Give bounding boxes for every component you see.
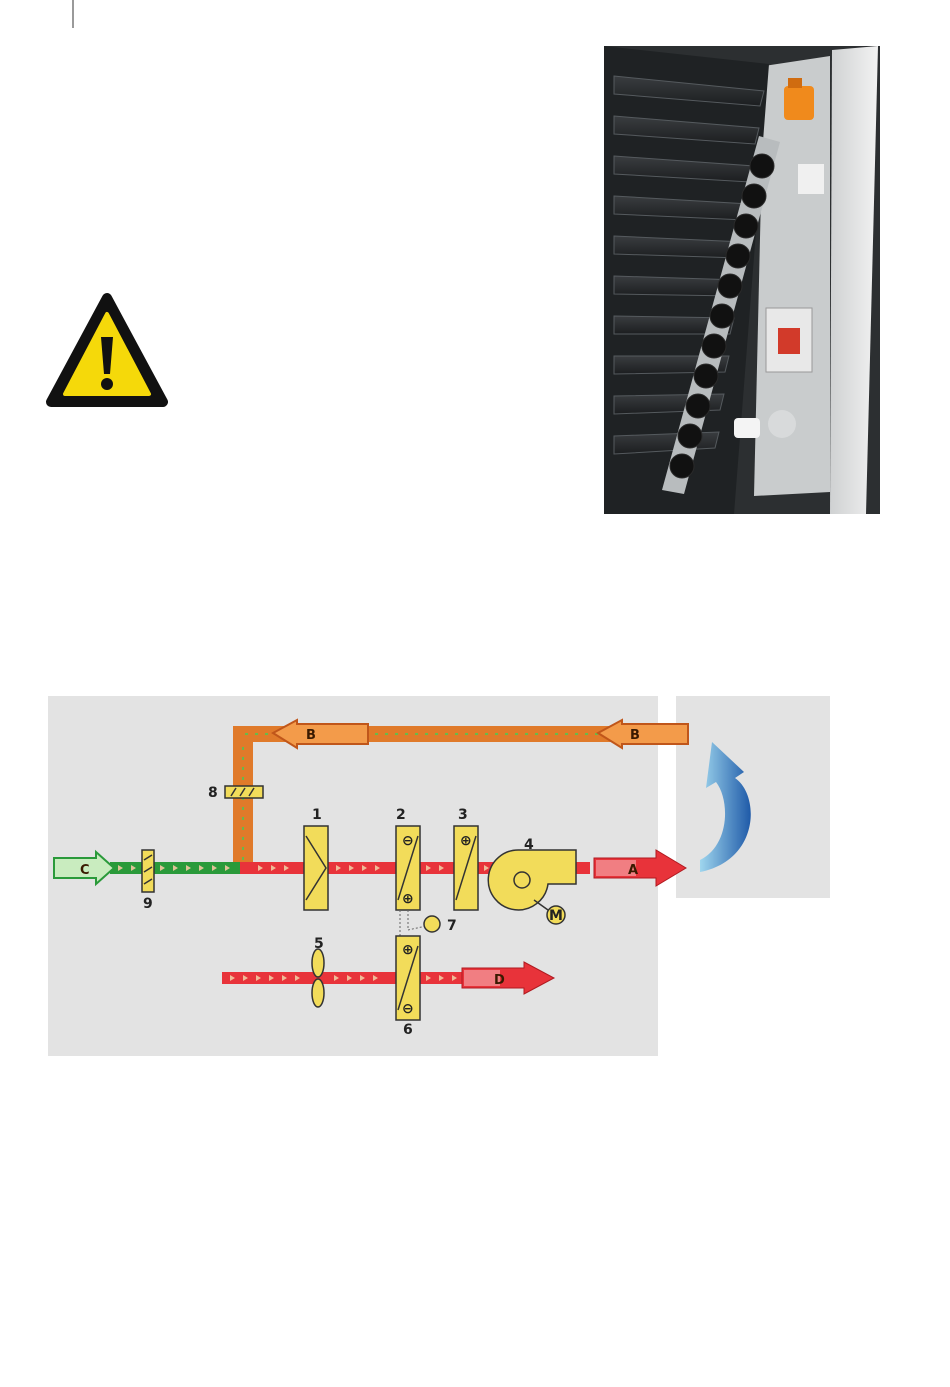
svg-text:A: A <box>628 863 638 878</box>
svg-text:⊖: ⊖ <box>402 833 414 849</box>
svg-text:9: 9 <box>143 896 153 912</box>
outdoor-panel <box>676 696 830 898</box>
svg-text:B: B <box>630 728 640 743</box>
svg-text:B: B <box>306 728 316 743</box>
svg-text:3: 3 <box>458 807 468 823</box>
svg-text:1: 1 <box>312 807 322 823</box>
svg-text:2: 2 <box>396 807 406 823</box>
svg-text:⊕: ⊕ <box>402 942 414 958</box>
svg-text:D: D <box>494 973 505 988</box>
svg-text:5: 5 <box>314 936 324 952</box>
svg-text:4: 4 <box>524 837 534 853</box>
svg-text:6: 6 <box>403 1022 413 1038</box>
svg-text:M: M <box>549 908 563 924</box>
svg-text:⊕: ⊕ <box>402 891 414 907</box>
svg-text:⊕: ⊕ <box>460 833 472 849</box>
component-5-axial-fan: 5 <box>312 936 324 1007</box>
svg-text:⊖: ⊖ <box>402 1001 414 1017</box>
svg-text:C: C <box>80 863 90 878</box>
svg-text:8: 8 <box>208 785 218 801</box>
component-9-damper: 9 <box>142 850 154 912</box>
svg-text:7: 7 <box>447 918 457 934</box>
component-8-damper: 8 <box>208 785 263 801</box>
